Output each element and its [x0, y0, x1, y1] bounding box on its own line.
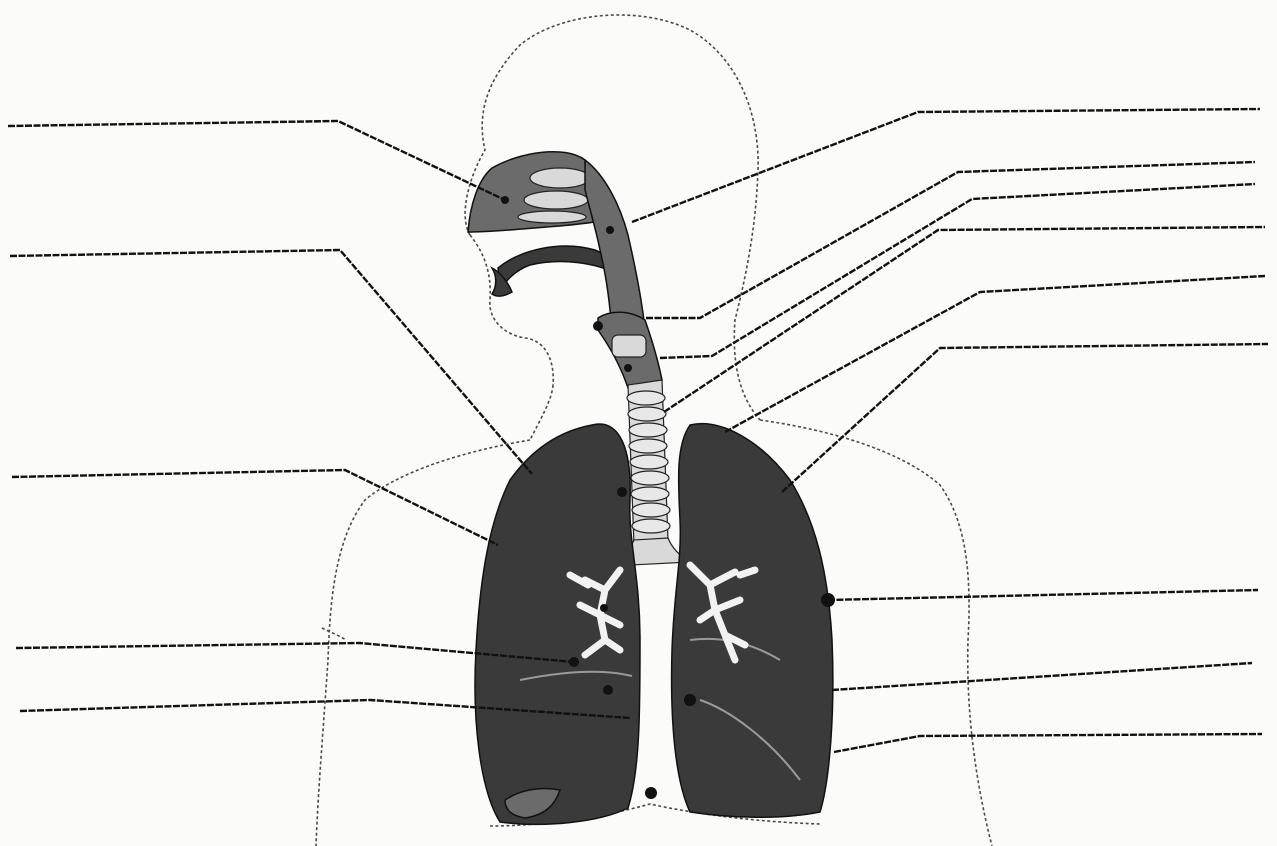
- marker-dot: [617, 487, 627, 497]
- tracheal-ring: [631, 487, 669, 501]
- right-label-blank-8[interactable]: [832, 663, 1252, 690]
- trachea-rings: [627, 391, 670, 533]
- tracheal-ring: [631, 471, 669, 485]
- tracheal-ring: [632, 519, 670, 533]
- tracheal-ring: [632, 503, 670, 517]
- nasal-concha-middle: [524, 191, 588, 209]
- left-label-blank-2[interactable]: [10, 250, 532, 474]
- nasal-concha-upper: [530, 168, 590, 188]
- right-label-blank-4[interactable]: [664, 227, 1265, 412]
- left-label-blank-3[interactable]: [12, 470, 498, 545]
- tracheal-ring: [627, 391, 665, 405]
- right-label-blank-2[interactable]: [646, 162, 1255, 318]
- marker-dot: [606, 226, 614, 234]
- marker-dot: [603, 685, 613, 695]
- marker-dot: [645, 787, 657, 799]
- right-label-blank-7[interactable]: [828, 590, 1258, 600]
- left-arm-fold: [322, 628, 346, 640]
- thyroid-cartilage: [612, 335, 646, 357]
- right-label-blank-9[interactable]: [834, 734, 1262, 752]
- marker-dot: [684, 694, 696, 706]
- tracheal-ring: [629, 439, 667, 453]
- tracheal-ring: [629, 423, 667, 437]
- marker-dot: [600, 604, 608, 612]
- right-label-blank-3[interactable]: [660, 184, 1255, 358]
- nasal-concha-lower: [518, 211, 586, 223]
- right-lung: [672, 424, 833, 818]
- tracheal-ring: [630, 455, 668, 469]
- neck-front: [530, 385, 553, 440]
- left-label-blank-1[interactable]: [8, 121, 505, 200]
- marker-dot: [624, 364, 632, 372]
- right-label-blank-6[interactable]: [782, 344, 1268, 492]
- tracheal-ring: [628, 407, 666, 421]
- larynx: [598, 312, 662, 388]
- pharynx: [585, 160, 645, 335]
- marker-dot: [593, 321, 603, 331]
